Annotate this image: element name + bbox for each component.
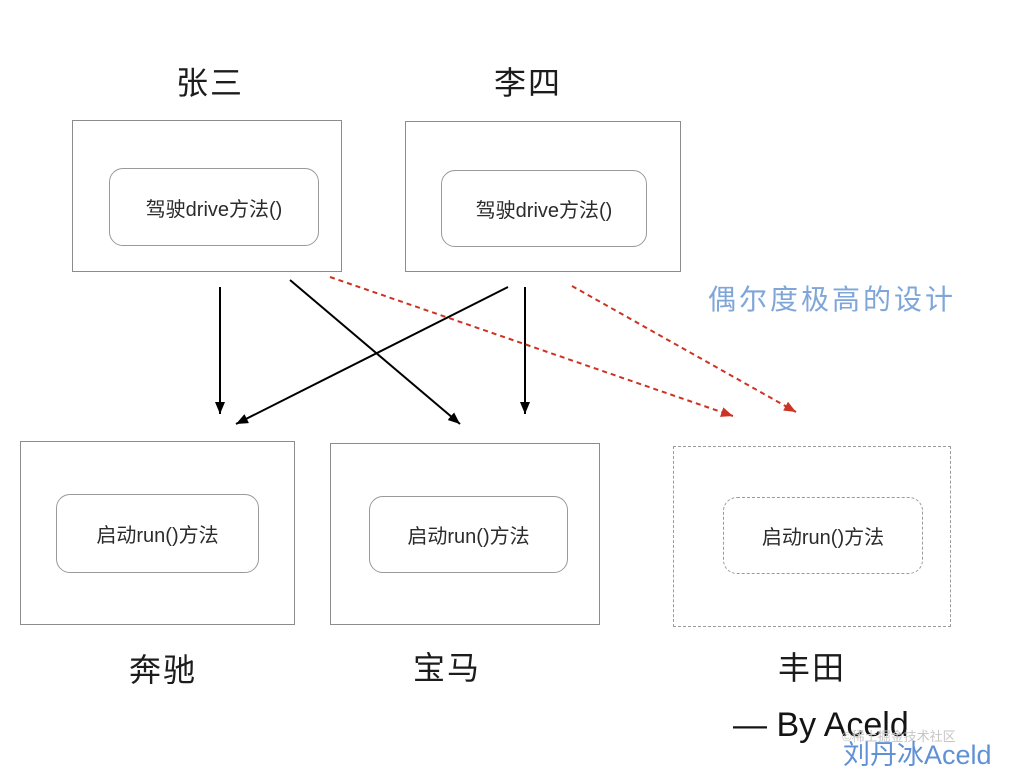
actor-box-zhangsan: 驾驶drive方法() [72, 120, 342, 272]
method-box-run-bmw: 启动run()方法 [369, 496, 568, 573]
method-label-run-benz: 启动run()方法 [96, 525, 219, 547]
car-label-benz: 奔驰 [128, 652, 197, 688]
arrow-zhangsan-toyota [329, 276, 734, 417]
method-box-drive-zhangsan: 驾驶drive方法() [109, 168, 319, 246]
actor-box-lisi: 驾驶drive方法() [405, 121, 681, 272]
arrow-lisi-benz [235, 286, 509, 425]
watermark-author: 刘丹冰Aceld [843, 740, 992, 768]
car-box-benz: 启动run()方法 [20, 441, 295, 625]
watermark-community: ©稀土掘金技术社区 [842, 729, 956, 744]
car-label-toyota: 丰田 [777, 650, 846, 686]
method-label-run-bmw: 启动run()方法 [407, 526, 530, 548]
car-box-toyota: 启动run()方法 [673, 446, 951, 627]
coupling-annotation: 偶尔度极高的设计 [708, 283, 957, 316]
author-signature: — By Aceld [733, 706, 909, 744]
method-label-drive-lisi: 驾驶drive方法() [475, 200, 613, 222]
method-label-run-toyota: 启动run()方法 [761, 527, 885, 549]
actor-label-lisi: 李四 [493, 65, 562, 101]
car-box-bmw: 启动run()方法 [330, 443, 600, 625]
actor-label-zhangsan: 张三 [175, 65, 244, 101]
method-box-drive-lisi: 驾驶drive方法() [441, 170, 647, 247]
arrow-zhangsan-bmw [289, 279, 461, 425]
method-label-drive-zhangsan: 驾驶drive方法() [145, 198, 283, 221]
car-label-bmw: 宝马 [412, 650, 481, 686]
method-box-run-benz: 启动run()方法 [56, 494, 259, 573]
method-box-run-toyota: 启动run()方法 [723, 497, 923, 574]
